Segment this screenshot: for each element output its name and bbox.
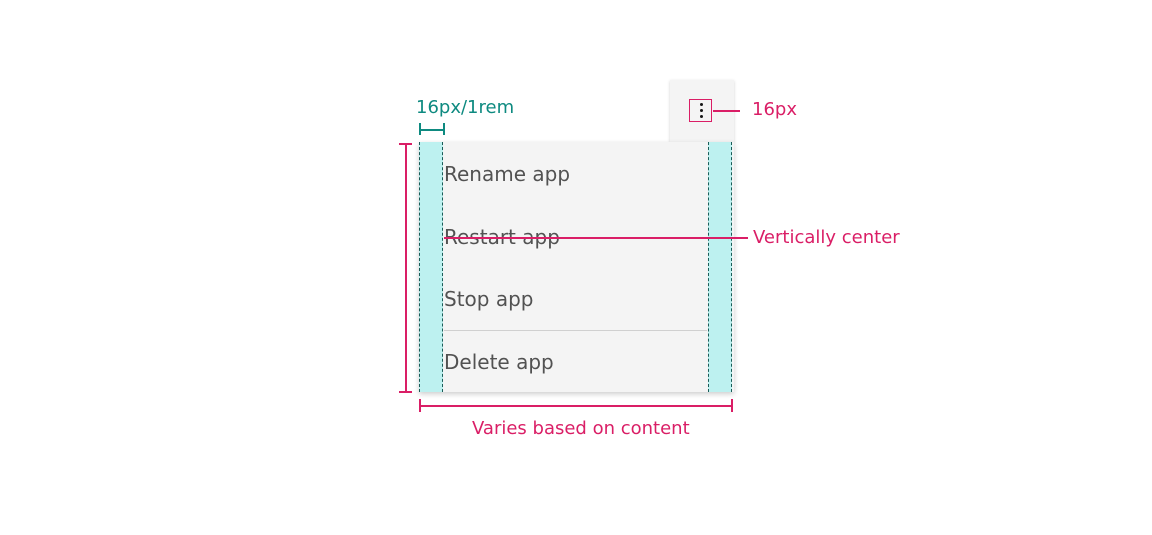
menu-width-tick-left bbox=[419, 399, 421, 412]
right-padding-highlight bbox=[708, 142, 732, 392]
overflow-menu-vertical-icon[interactable] bbox=[689, 99, 712, 122]
icon-size-leader-line bbox=[713, 110, 740, 112]
padding-measure-tick-left bbox=[419, 123, 421, 135]
icon-size-label: 16px bbox=[752, 99, 797, 120]
menu-width-tick-right bbox=[731, 399, 733, 412]
icon-dot-bottom bbox=[700, 115, 703, 118]
menu-height-tick-top bbox=[399, 143, 412, 145]
padding-label: 16px/1rem bbox=[416, 97, 515, 118]
menu-item-stop[interactable]: Stop app bbox=[444, 287, 534, 311]
padding-measure-line bbox=[420, 129, 444, 131]
icon-dot-middle bbox=[700, 109, 703, 112]
padding-measure-tick-right bbox=[443, 123, 445, 135]
menu-item-rename[interactable]: Rename app bbox=[444, 162, 571, 186]
icon-dot-top bbox=[700, 103, 703, 106]
menu-divider bbox=[444, 330, 707, 331]
left-padding-highlight bbox=[419, 142, 443, 392]
menu-item-delete[interactable]: Delete app bbox=[444, 350, 554, 374]
menu-width-label: Varies based on content bbox=[472, 418, 690, 439]
vertical-center-line bbox=[444, 237, 748, 239]
overflow-menu: Rename app Restart app Stop app Delete a… bbox=[419, 142, 734, 392]
menu-width-line bbox=[420, 405, 732, 407]
vertical-center-label: Vertically center bbox=[753, 227, 900, 248]
menu-height-line bbox=[405, 143, 407, 392]
menu-height-tick-bottom bbox=[399, 391, 412, 393]
